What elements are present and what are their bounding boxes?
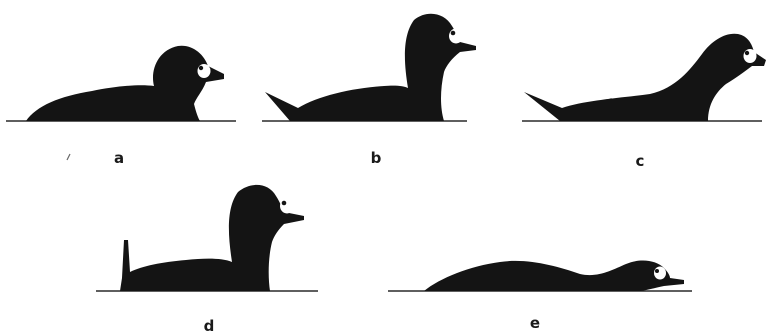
cheek-patch-d — [280, 199, 294, 214]
panel-label-d: d — [204, 317, 215, 334]
eye-e — [655, 269, 659, 273]
panel-d: d — [96, 185, 318, 334]
panel-label-b: b — [371, 149, 382, 167]
panel-a: a — [6, 46, 236, 167]
cheek-patch-b — [449, 29, 463, 44]
cheek-patch-c — [744, 49, 757, 63]
duck-silhouette-e — [424, 261, 684, 291]
eye-a — [199, 66, 203, 70]
duck-silhouette-b — [265, 14, 476, 121]
eye-d — [282, 201, 287, 206]
stray-mark — [67, 154, 70, 160]
panel-label-c: c — [636, 152, 645, 170]
cheek-patch-a — [198, 64, 211, 78]
panel-label-a: a — [114, 149, 124, 167]
duck-silhouette-d — [120, 185, 304, 291]
eye-b — [451, 31, 456, 36]
cheek-patch-e — [654, 267, 666, 280]
panel-c: c — [522, 34, 766, 170]
panel-b: b — [262, 14, 476, 167]
duck-silhouette-c — [524, 34, 766, 121]
panel-label-e: e — [530, 314, 540, 332]
eye-c — [745, 51, 749, 55]
duck-silhouette-a — [26, 46, 224, 121]
panel-e: e — [388, 261, 692, 332]
